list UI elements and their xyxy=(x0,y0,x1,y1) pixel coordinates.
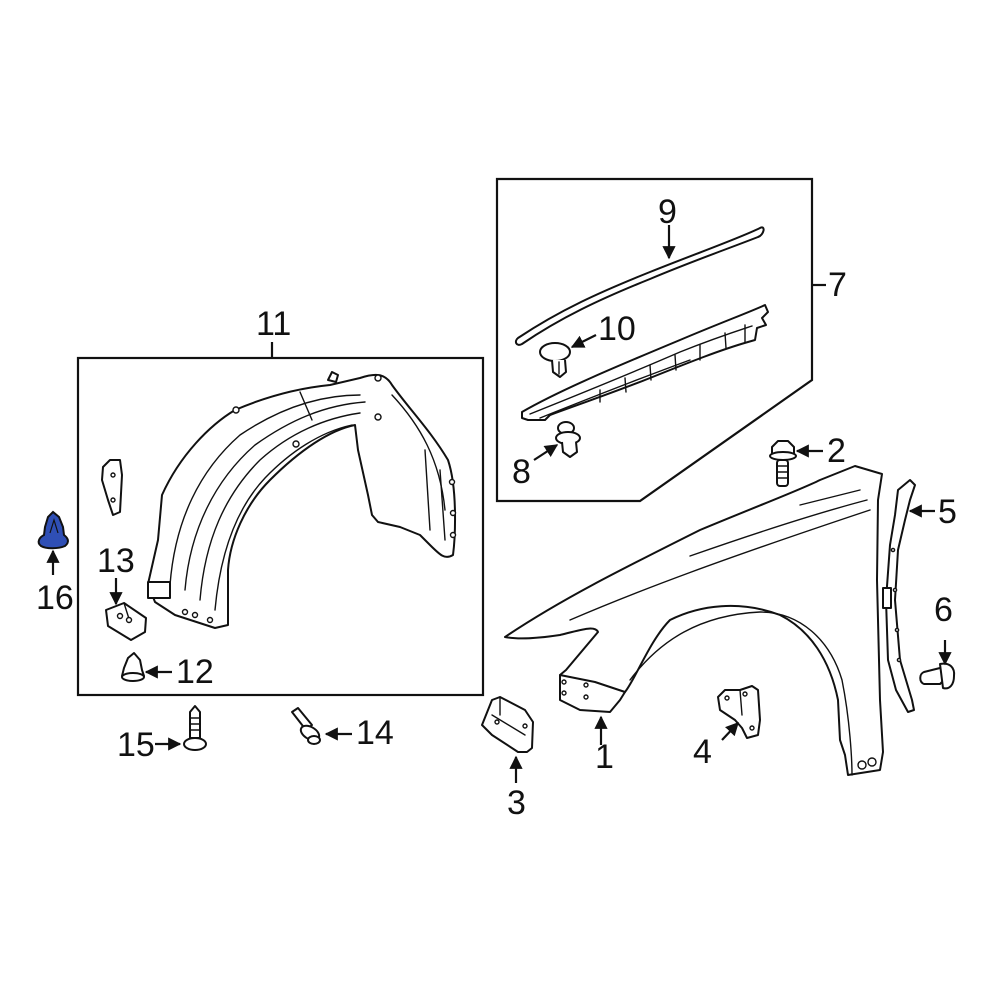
part-10-clip[interactable] xyxy=(539,342,571,378)
callout-3: 3 xyxy=(507,784,526,822)
part-3-bracket[interactable] xyxy=(481,696,534,753)
part-7-cover[interactable] xyxy=(521,304,769,421)
group-box-11 xyxy=(76,342,485,697)
part-5-seal[interactable] xyxy=(882,479,916,713)
callout-5: 5 xyxy=(938,493,957,531)
part-8-push-clip[interactable] xyxy=(555,421,581,458)
callout-6: 6 xyxy=(934,591,953,629)
callout-11: 11 xyxy=(256,305,292,343)
callout-16: 16 xyxy=(36,579,74,617)
callout-14: 14 xyxy=(356,714,394,752)
callout-7: 7 xyxy=(828,266,847,304)
callout-10: 10 xyxy=(598,310,636,348)
part-2-bolt[interactable] xyxy=(769,440,797,487)
part-4-bracket[interactable] xyxy=(717,685,761,739)
callout-4: 4 xyxy=(693,733,712,771)
callout-13: 13 xyxy=(97,542,135,580)
part-13-retainer[interactable] xyxy=(105,602,147,641)
part-liner-bracket[interactable] xyxy=(101,459,123,516)
callout-2: 2 xyxy=(827,432,846,470)
part-6-bolt[interactable] xyxy=(919,662,956,690)
callout-8: 8 xyxy=(512,453,531,491)
group-box-7 xyxy=(495,177,826,503)
part-15-screw[interactable] xyxy=(183,705,207,751)
callout-1: 1 xyxy=(595,738,614,776)
part-16-clip-highlighted[interactable] xyxy=(37,510,69,550)
callout-12: 12 xyxy=(176,653,214,691)
part-1-fender[interactable] xyxy=(504,465,884,776)
part-9-fender-molding[interactable] xyxy=(514,226,765,346)
part-14-clip[interactable] xyxy=(291,707,322,745)
callout-9: 9 xyxy=(658,193,677,231)
part-11-fender-liner[interactable] xyxy=(147,371,457,629)
callout-15: 15 xyxy=(117,726,155,764)
part-12-clip[interactable] xyxy=(121,652,145,682)
